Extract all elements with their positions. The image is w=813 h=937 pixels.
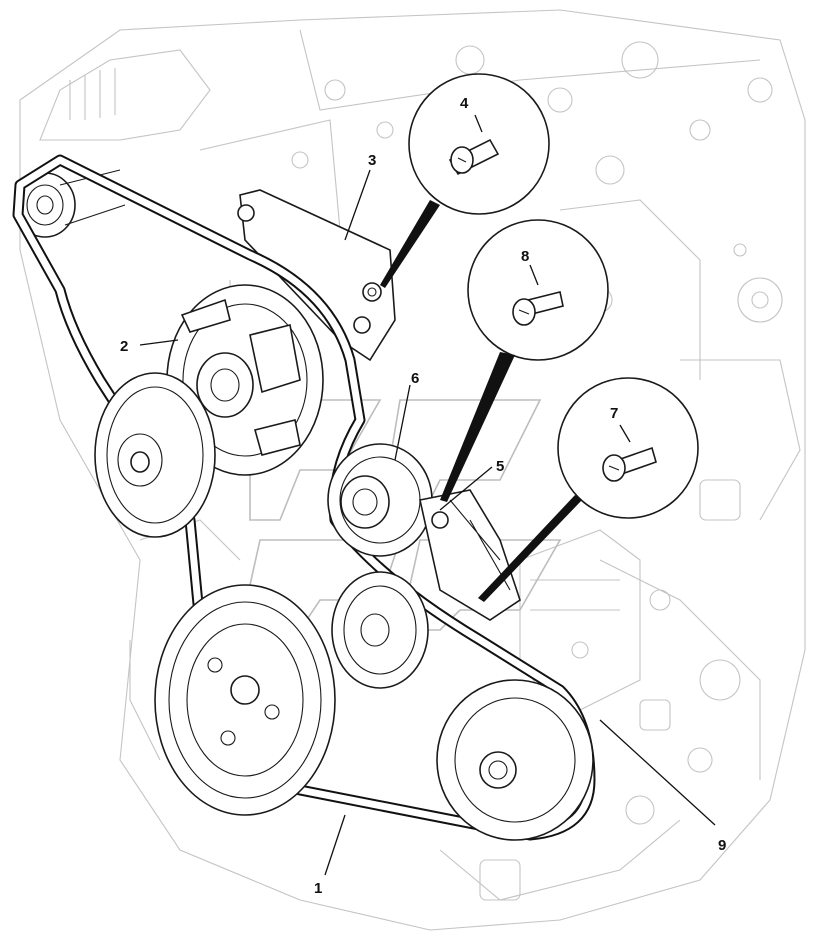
bolt-detail-4 bbox=[380, 73, 550, 288]
idler-pulley bbox=[327, 443, 433, 557]
bolt-detail-7 bbox=[478, 377, 699, 602]
callout-6: 6 bbox=[411, 370, 419, 387]
callout-9: 9 bbox=[718, 837, 726, 854]
callout-3: 3 bbox=[368, 152, 376, 169]
ac-compressor-pulley bbox=[154, 584, 336, 816]
callout-8: 8 bbox=[521, 248, 529, 265]
crankshaft-pulley-left bbox=[94, 372, 216, 538]
crankshaft-pulley-right bbox=[436, 679, 594, 841]
callout-7: 7 bbox=[610, 405, 618, 422]
lower-idler-pulley bbox=[331, 571, 429, 689]
belt-tensioner bbox=[419, 489, 521, 621]
engine-block bbox=[19, 9, 806, 931]
callout-5: 5 bbox=[496, 458, 504, 475]
callout-4: 4 bbox=[460, 95, 469, 112]
callout-1: 1 bbox=[314, 880, 322, 897]
callout-2: 2 bbox=[120, 338, 128, 355]
alternator-pulley bbox=[14, 169, 126, 238]
leader-lines bbox=[139, 169, 716, 876]
bolt-detail-8 bbox=[440, 219, 609, 502]
